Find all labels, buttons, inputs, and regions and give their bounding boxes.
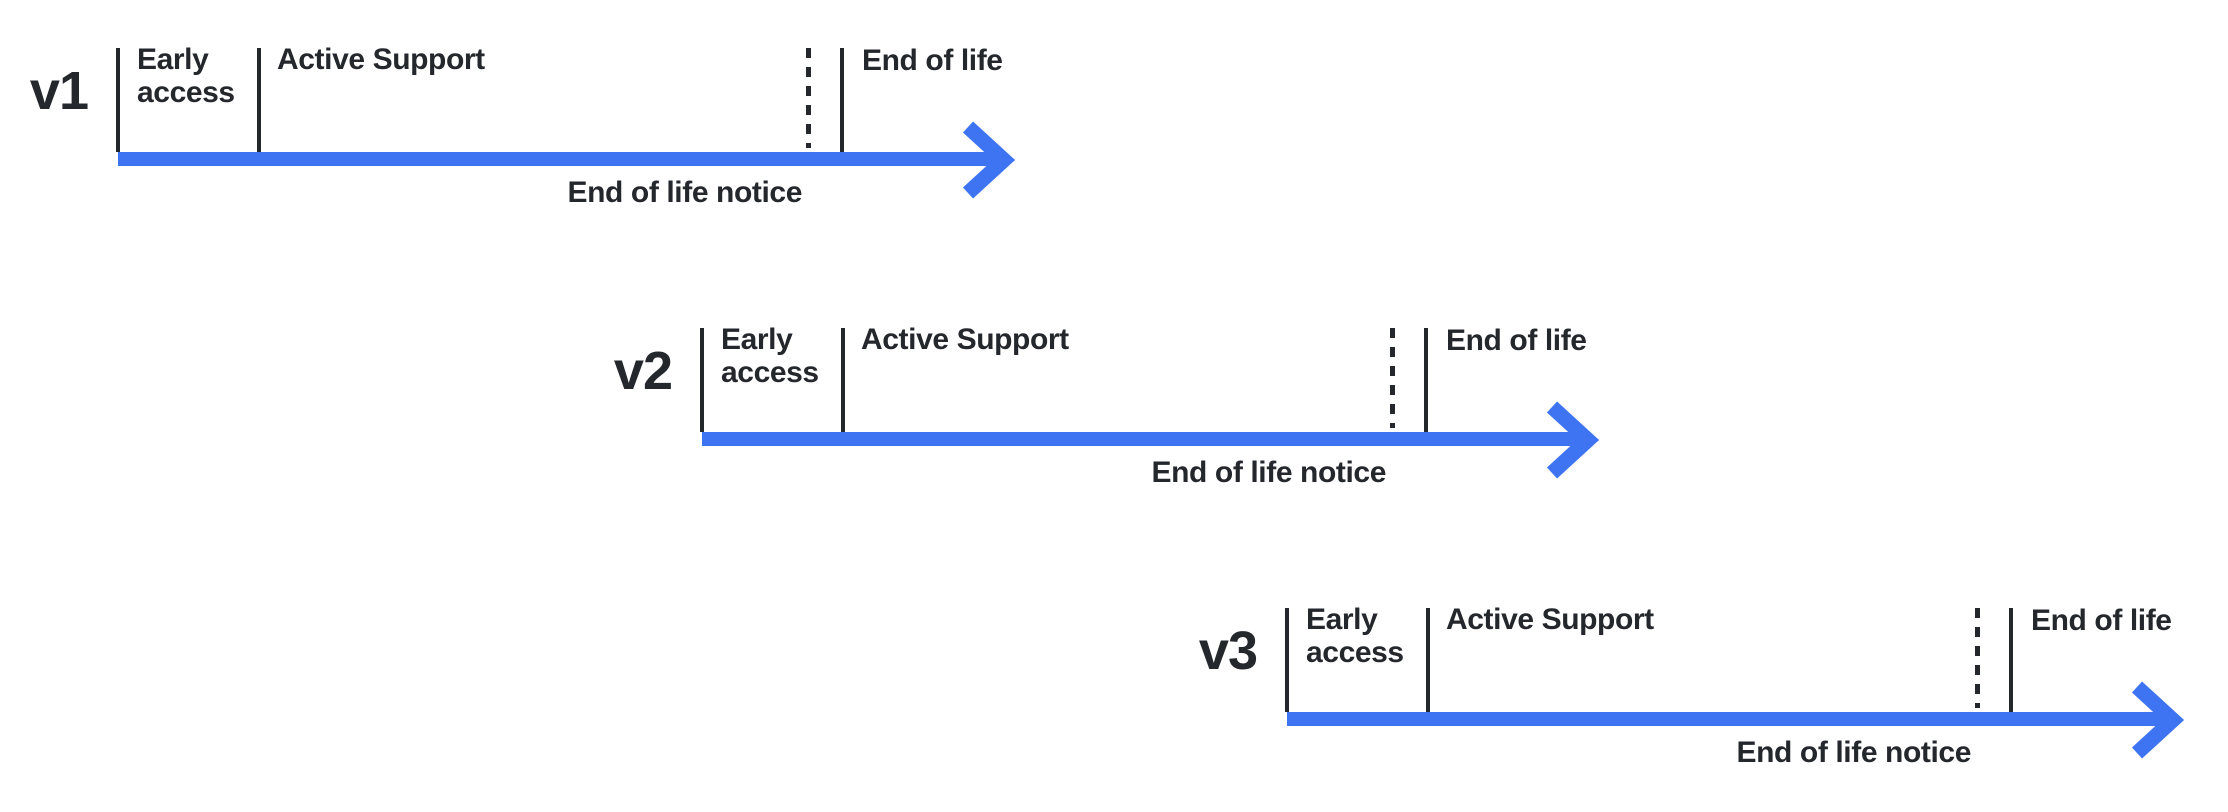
end-of-life-notice-label: End of life notice	[1151, 456, 1387, 489]
end-of-life-label: End of life	[862, 44, 1003, 77]
timeline-arrow-bar	[702, 432, 1587, 446]
arrowhead-icon	[1546, 401, 1600, 479]
active-support-label: Active Support	[1446, 603, 1654, 636]
version-label: v1	[29, 61, 89, 121]
end-of-life-notice-label: End of life notice	[567, 176, 803, 209]
end-of-life-label: End of life	[1446, 324, 1587, 357]
eol-notice-dashed-line	[1390, 328, 1395, 428]
active-support-label: Active Support	[861, 323, 1069, 356]
eol-notice-dashed-line	[1975, 608, 1980, 708]
end-of-life-tick	[2009, 608, 2013, 712]
end-of-life-tick	[1424, 328, 1428, 432]
active-support-start-tick	[1426, 608, 1430, 712]
early-access-start-tick	[116, 48, 120, 152]
early-access-label: Early access	[1306, 603, 1404, 669]
timeline-arrow-bar	[118, 152, 1003, 166]
end-of-life-notice-label: End of life notice	[1736, 736, 1972, 769]
eol-notice-dashed-line	[806, 48, 811, 148]
end-of-life-label: End of life	[2031, 604, 2172, 637]
arrowhead-icon	[962, 121, 1016, 199]
timeline-arrow-bar	[1287, 712, 2172, 726]
early-access-label: Early access	[137, 43, 235, 109]
early-access-start-tick	[700, 328, 704, 432]
active-support-start-tick	[841, 328, 845, 432]
early-access-label: Early access	[721, 323, 819, 389]
end-of-life-tick	[840, 48, 844, 152]
active-support-label: Active Support	[277, 43, 485, 76]
active-support-start-tick	[257, 48, 261, 152]
version-label: v2	[613, 341, 673, 401]
arrowhead-icon	[2131, 681, 2185, 759]
early-access-start-tick	[1285, 608, 1289, 712]
version-label: v3	[1198, 621, 1258, 681]
